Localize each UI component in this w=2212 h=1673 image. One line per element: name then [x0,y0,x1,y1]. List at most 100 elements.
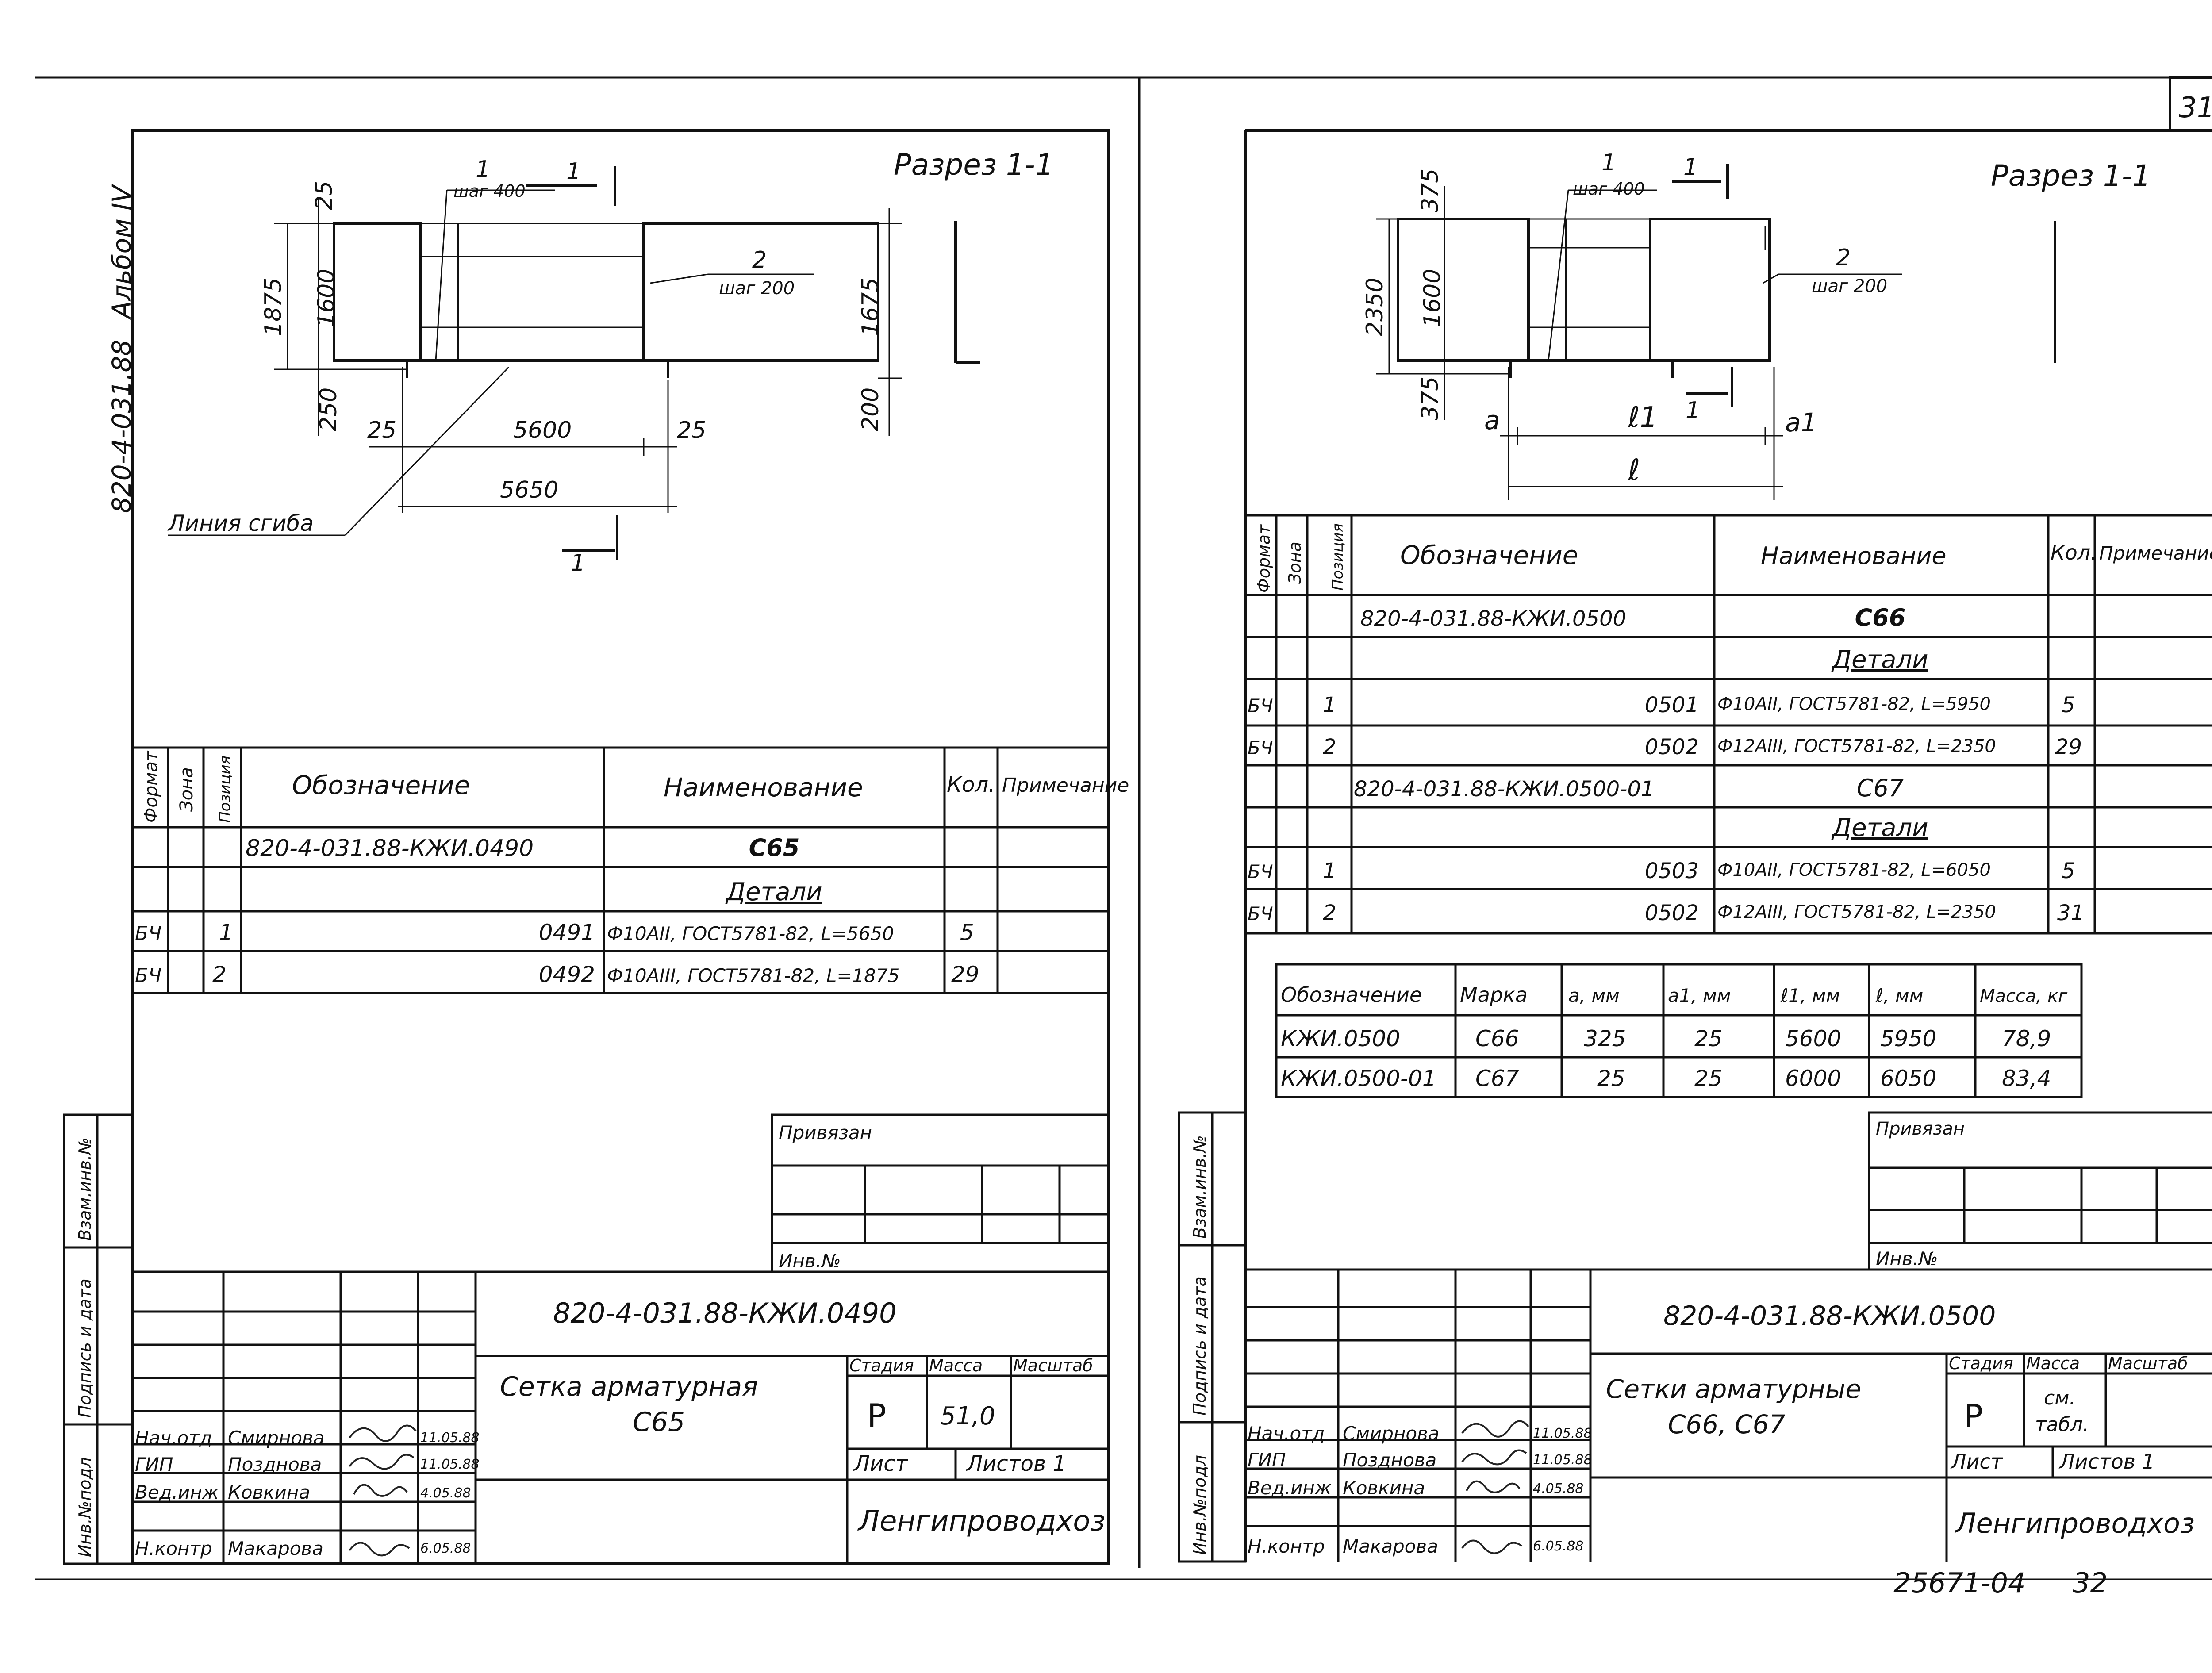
spec-right-r3-qty: 29 [2055,735,2082,760]
spec-left-r3-name: Ф10АIII, ГОСТ5781-82, L=1875 [607,965,899,986]
callout-1-step-right: шаг 400 [1573,179,1645,199]
dim-2350: 2350 [1362,278,1388,336]
right-sheet: 31 Разрез 1-1 [1178,76,2212,1599]
sheets-label-right: Листов 1 [2058,1450,2155,1473]
dim-200: 200 [857,388,884,431]
spec-right-r7-qty: 31 [2057,901,2084,925]
date-1-right: 11.05.88 [1533,1452,1592,1468]
marks-r0-c4: 5600 [1785,1026,1841,1051]
spec-right-r3-name: Ф12АIII, ГОСТ5781-82, L=2350 [1717,736,1996,756]
col-name-right: Наименование [1761,542,1947,570]
stage-value-left: Р [867,1397,886,1434]
stamp-inv-podl-right: Инв.№подл [1190,1455,1210,1555]
callout-2-step-left: шаг 200 [719,278,795,299]
marks-r1-c2: 25 [1597,1066,1625,1091]
sheet-number: 31 [2179,92,2212,124]
person-3-left: Макарова [228,1538,323,1559]
callout-2-num-right: 2 [1836,245,1851,271]
spec-left-r2-pos: 1 [219,920,233,945]
marks-h4: ℓ1, мм [1780,985,1840,1006]
dim-a: a [1484,405,1500,435]
col-name-left: Наименование [664,772,863,802]
spec-left-r1-name: Детали [725,878,822,906]
col-format-right: Формат [1254,524,1274,593]
spec-right-r6-qty: 5 [2062,859,2075,883]
callout-2-num-left: 2 [752,247,767,273]
mass-label-left: Масса [929,1356,983,1375]
spec-right-r3-pos: 2 [1323,735,1336,760]
marks-r1-c4: 6000 [1785,1066,1841,1091]
dim-5650: 5650 [500,477,558,503]
spec-right-r2-qty: 5 [2062,693,2075,718]
title-line1-right: Сетки арматурные [1606,1374,1861,1404]
stage-value-right: Р [1964,1398,1983,1434]
left-sheet: Альбом IV 820-4-031.88 Разрез 1-1 [63,129,1129,1565]
marks-r0-c2: 325 [1584,1026,1626,1051]
signature-0-right [1461,1420,1529,1438]
privyazan-block-right: Привязан Инв.№ [1868,1111,2212,1271]
bottom-page: 32 [2073,1567,2108,1599]
spec-right-r6-pos: 1 [1323,859,1336,883]
spec-right-r7-pos: 2 [1323,901,1336,925]
side-stamp-right: Инв.№подл Подпись и дата Взам.инв.№ [1178,1111,1247,1563]
dim-a1: a1 [1785,407,1817,437]
album-label: Альбом IV [107,184,137,320]
marks-h1: Марка [1460,983,1528,1007]
date-0-left: 11.05.88 [420,1430,480,1446]
marks-r0-c1: С66 [1475,1026,1519,1051]
title-code-left: 820-4-031.88-КЖИ.0490 [553,1297,897,1329]
person-1-left: Позднова [228,1454,322,1475]
dim-375-top: 375 [1417,169,1444,212]
signature-3-right [1461,1539,1523,1554]
section-title-right: Разрез 1-1 [1991,159,2151,193]
spec-right-r7-designation: 0502 [1645,901,1699,925]
dim-1600-left: 1600 [313,269,340,327]
marks-r1-c3: 25 [1694,1066,1723,1091]
spec-left-r3-qty: 29 [951,962,979,987]
stamp-inv-podl-left: Инв.№подл [75,1457,95,1557]
spec-left-r3-pos: 2 [212,962,227,987]
sheet-label-left: Лист [853,1451,909,1476]
dim-5600: 5600 [513,417,572,444]
spec-left-r0-designation: 820-4-031.88-КЖИ.0490 [246,835,534,862]
spec-right-r0-designation: 820-4-031.88-КЖИ.0500 [1360,606,1626,631]
spec-left-r3-designation: 0492 [539,962,595,987]
privyazan-label-left: Привязан [779,1122,872,1143]
spec-left-r2-format: БЧ [135,922,161,945]
title-line2-left: С65 [633,1407,685,1438]
sheets-label-left: Листов 1 [966,1451,1066,1476]
dim-1875: 1875 [260,278,287,336]
rebar-mesh-drawing-right [1397,218,2056,378]
marks-r0-c6: 78,9 [2002,1026,2051,1051]
col-designation-right: Обозначение [1400,540,1578,570]
col-qty-right: Кол. [2051,541,2097,564]
callout-1-num-left: 1 [476,156,490,183]
col-qty-left: Кол. [947,772,995,797]
scale-label-left: Масштаб [1013,1356,1093,1375]
signature-1-left [349,1454,415,1470]
callout-2-step-right: шаг 200 [1812,276,1887,296]
spec-right-r4-name: С67 [1857,774,1904,802]
section-title-left: Разрез 1-1 [894,148,1054,182]
callout-1-step-left: шаг 400 [453,181,526,201]
col-note-left: Примечание [1002,774,1129,797]
spec-table-left: Формат Зона Позиция Обозначение Наименов… [133,746,1129,994]
org-name-right: Ленгипроводхоз [1955,1507,2195,1539]
title-block-right: 820-4-031.88-КЖИ.0500 Сетки арматурные С… [1245,1268,2212,1562]
signature-2-right [1466,1480,1521,1493]
title-code-right: 820-4-031.88-КЖИ.0500 [1663,1301,1996,1331]
col-pos-left: Позиция [216,756,234,823]
person-1-right: Позднова [1343,1449,1436,1471]
spec-left-r0-name: С65 [749,834,800,862]
mass-value-right-line1: см. [2044,1387,2075,1409]
person-0-right: Смирнова [1343,1423,1440,1444]
role-3-left: Н.контр [135,1538,212,1559]
dim-25-left: 25 [367,417,396,444]
inv-no-label-right: Инв.№ [1876,1248,1938,1270]
spec-right-r2-designation: 0501 [1645,693,1699,718]
marks-h3: a1, мм [1668,985,1731,1006]
stamp-signature-right: Подпись и дата [1190,1276,1210,1416]
spec-right-r6-format: БЧ [1248,861,1273,883]
bottom-code: 25671-04 [1893,1567,2026,1599]
spec-right-r7-format: БЧ [1248,903,1273,925]
